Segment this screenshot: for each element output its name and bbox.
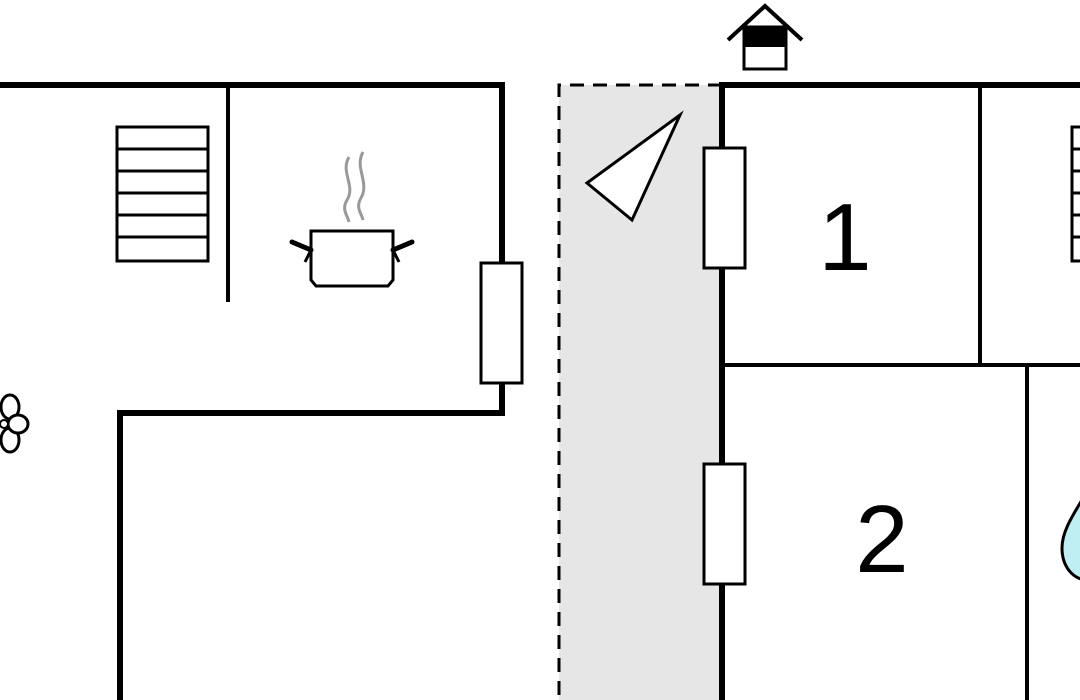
stairs-icon (115, 125, 210, 263)
window-right-lower (702, 462, 747, 586)
water-drop-icon (1060, 500, 1080, 581)
left-building-walls (0, 82, 505, 700)
window-right-upper (702, 146, 747, 270)
room-number-1: 1 (818, 184, 871, 291)
window-left-building (479, 261, 524, 385)
room-number-2: 2 (855, 486, 908, 593)
house-entrance-icon (726, 3, 804, 71)
fan-icon (0, 393, 30, 454)
stairs-icon-right (1070, 125, 1080, 263)
cooking-pot-icon (289, 151, 415, 288)
terrace-triangle-icon (584, 110, 684, 223)
covered-corridor-dashed-outline (557, 83, 722, 700)
